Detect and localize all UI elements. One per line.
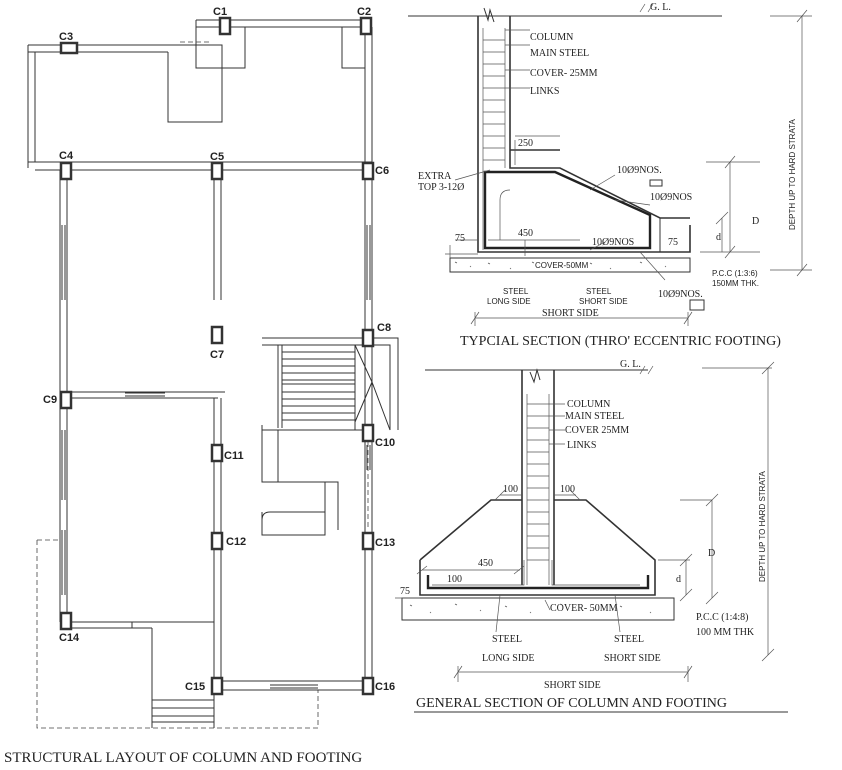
column-c12 <box>210 531 224 551</box>
label-c9: C9 <box>43 394 57 406</box>
label-c11: C11 <box>224 450 244 462</box>
ecc-short-side: SHORT SIDE <box>542 308 599 319</box>
ecc-dim-250: 250 <box>518 138 533 149</box>
column-markers <box>59 16 375 696</box>
label-c15: C15 <box>185 681 205 693</box>
floor-plan <box>27 19 399 729</box>
column-c13 <box>361 531 375 551</box>
label-c12: C12 <box>226 536 246 548</box>
column-c8 <box>361 328 375 348</box>
gen-dim-450: 450 <box>478 558 493 569</box>
column-c10 <box>361 423 375 443</box>
ecc-bars-4: 10Ø9NOS. <box>658 289 703 300</box>
ecc-depth: DEPTH UP TO HARD STRATA <box>788 119 797 230</box>
column-c14 <box>59 611 73 631</box>
ecc-gl: G. L. <box>650 2 671 13</box>
gen-pcc-2: 100 MM THK <box>696 627 755 638</box>
column-c15 <box>210 676 224 696</box>
ecc-steel-long-1: STEEL <box>503 287 529 296</box>
ecc-d-big: D <box>752 216 759 227</box>
ecc-links: LINKS <box>530 86 559 97</box>
label-c5: C5 <box>210 151 224 163</box>
gen-cover: COVER 25MM <box>565 425 629 436</box>
gen-dim-100b: 100 <box>560 484 575 495</box>
ecc-dim-75a: 75 <box>455 233 465 244</box>
gen-links: LINKS <box>567 440 596 451</box>
ecc-steel-long-2: LONG SIDE <box>487 297 531 306</box>
label-c2: C2 <box>357 6 371 18</box>
gen-long-side: LONG SIDE <box>482 653 535 664</box>
gen-d-big: D <box>708 548 715 559</box>
gen-pcc-1: P.C.C (1:4:8) <box>696 612 749 623</box>
label-c14: C14 <box>59 632 80 644</box>
gen-depth: DEPTH UP TO HARD STRATA <box>758 471 767 582</box>
ecc-steel-short-1: STEEL <box>586 287 612 296</box>
ecc-bars-1: 10Ø9NOS. <box>617 165 662 176</box>
gen-title: GENERAL SECTION OF COLUMN AND FOOTING <box>416 696 727 711</box>
ecc-dim-450: 450 <box>518 228 533 239</box>
ecc-main-steel: MAIN STEEL <box>530 48 589 59</box>
column-c3 <box>59 41 79 55</box>
ecc-extra-1: EXTRA <box>418 171 452 182</box>
column-labels: C1 C2 C3 C4 C5 C6 C7 C8 C9 C10 C11 C12 C… <box>43 6 395 693</box>
gen-dim-100a: 100 <box>503 484 518 495</box>
label-c13: C13 <box>375 537 395 549</box>
column-c5 <box>210 161 224 181</box>
label-c6: C6 <box>375 165 389 177</box>
ecc-cover-50: COVER-50MM <box>535 261 589 270</box>
gen-cover-50: COVER- 50MM <box>550 603 618 614</box>
ecc-steel-short-2: SHORT SIDE <box>579 297 628 306</box>
plan-title: STRUCTURAL LAYOUT OF COLUMN AND FOOTING <box>4 750 362 766</box>
gen-short-side-2: SHORT SIDE <box>604 653 661 664</box>
label-c7: C7 <box>210 349 224 361</box>
column-c4 <box>59 161 73 181</box>
ecc-dim-75b: 75 <box>668 237 678 248</box>
ecc-bars-2: 10Ø9NOS <box>650 192 692 203</box>
column-c7 <box>210 325 224 345</box>
column-c9 <box>59 390 73 410</box>
gen-main-steel: MAIN STEEL <box>565 411 624 422</box>
gen-steel-2: STEEL <box>614 634 644 645</box>
ecc-cover: COVER- 25MM <box>530 68 598 79</box>
gen-short-side: SHORT SIDE <box>544 680 601 691</box>
gen-dim-100c: 100 <box>447 574 462 585</box>
label-c10: C10 <box>375 437 395 449</box>
eccentric-section: G. L. COLUMN MAIN STEEL COVER- 25MM LINK… <box>408 2 812 349</box>
gen-column: COLUMN <box>567 399 610 410</box>
label-c16: C16 <box>375 681 395 693</box>
column-c16 <box>361 676 375 696</box>
column-c2 <box>359 16 373 36</box>
label-c1: C1 <box>213 6 227 18</box>
label-c3: C3 <box>59 31 73 43</box>
ecc-extra-2: TOP 3-12Ø <box>418 182 464 193</box>
label-c4: C4 <box>59 150 74 162</box>
ecc-bars-3: 10Ø9NOS <box>592 237 634 248</box>
gen-steel-1: STEEL <box>492 634 522 645</box>
ecc-d-small: d <box>716 232 721 243</box>
ecc-column: COLUMN <box>530 32 573 43</box>
label-c8: C8 <box>377 322 391 334</box>
column-c1 <box>218 16 232 36</box>
gen-dim-75: 75 <box>400 586 410 597</box>
gen-d-small: d <box>676 574 681 585</box>
gen-gl: G. L. <box>620 359 641 370</box>
ecc-title: TYPCIAL SECTION (THRO' ECCENTRIC FOOTING… <box>460 334 781 349</box>
ecc-pcc-1: P.C.C (1:3:6) <box>712 269 758 278</box>
ecc-pcc-2: 150MM THK. <box>712 279 759 288</box>
general-section: G. L. COLUMN MAIN STEEL COVER 25MM LINKS… <box>395 359 788 713</box>
column-c11 <box>210 443 224 463</box>
column-c6 <box>361 161 375 181</box>
